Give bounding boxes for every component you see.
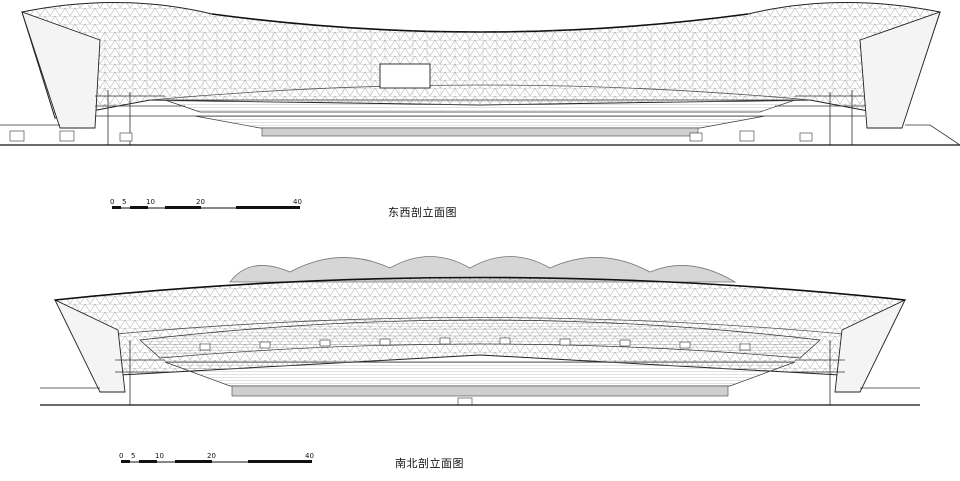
ns-canopy-domes: [229, 256, 737, 283]
ns-upper-stands: [139, 319, 821, 359]
north-south-section: [40, 256, 920, 406]
ew-scale-tick-5: 5: [122, 198, 126, 206]
east-west-section: [0, 2, 960, 146]
ew-scale-tick-40: 40: [293, 198, 302, 206]
ns-tunnel: [457, 397, 473, 406]
ew-caption: 东西剖立面图: [388, 206, 457, 219]
ns-roof-top-edge: [54, 276, 906, 301]
ns-scale-tick-0: 0: [119, 452, 123, 460]
ew-site-edges: [0, 124, 960, 146]
ns-left-wing: [54, 299, 126, 393]
ns-scale-tick-10: 10: [155, 452, 164, 460]
ew-right-wing: [859, 11, 941, 129]
ns-scale-tick-40: 40: [305, 452, 314, 460]
ew-ground-details: [9, 130, 813, 142]
ew-field: [261, 127, 699, 137]
ew-left-wing: [21, 11, 101, 129]
ns-lower-stands: [164, 361, 796, 387]
ns-floor-lines: [115, 340, 845, 405]
ns-vomitories: [199, 337, 751, 351]
ew-video-board: [379, 63, 431, 89]
ns-right-wing: [834, 299, 906, 393]
ew-floor-lines: [95, 90, 865, 145]
ew-roof-ribs: [100, 30, 860, 95]
ew-scale-tick-10: 10: [146, 198, 155, 206]
ns-roof-inner-edge: [104, 317, 856, 336]
ns-scale-tick-20: 20: [207, 452, 216, 460]
ew-lower-stands: [194, 115, 766, 129]
ns-scale-tick-5: 5: [131, 452, 135, 460]
ew-upper-stands: [164, 99, 796, 113]
ew-scale-tick-20: 20: [196, 198, 205, 206]
ns-field: [231, 385, 729, 397]
ew-scale-tick-0: 0: [110, 198, 114, 206]
ns-caption: 南北剖立面图: [395, 457, 464, 470]
ns-scale-bar: 0 5 10 20 40: [119, 452, 314, 463]
ew-scale-bar: 0 5 10 20 40: [110, 198, 302, 209]
